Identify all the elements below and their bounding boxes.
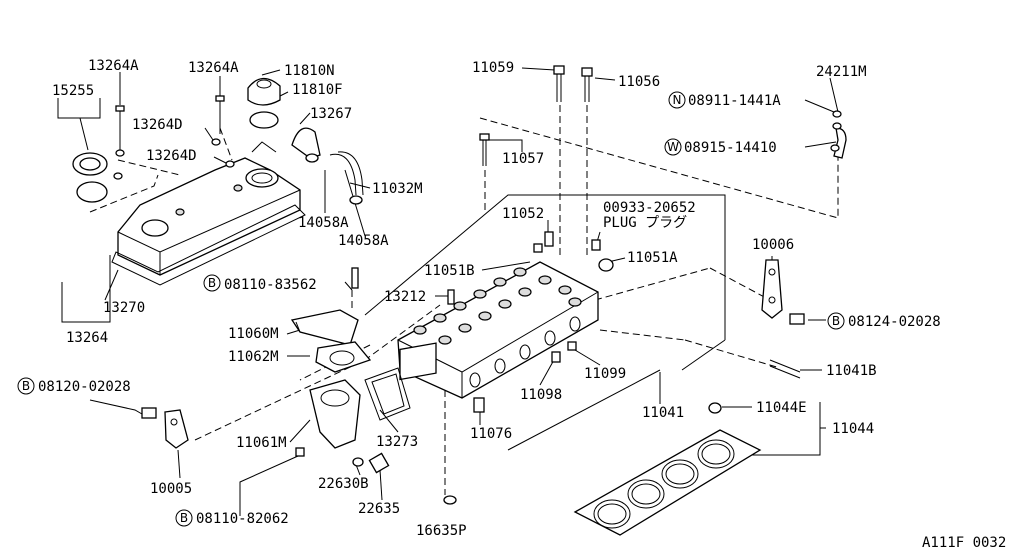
marker-bolt-08120: B — [17, 377, 35, 395]
label-08120-02028: 08120-02028 — [38, 379, 131, 395]
svg-text:B: B — [208, 276, 216, 290]
label-08110-83562: 08110-83562 — [224, 277, 317, 293]
label-11044E: 11044E — [756, 400, 807, 416]
label-13270: 13270 — [103, 300, 145, 316]
svg-text:B: B — [180, 511, 188, 525]
label-00933-20652: 00933-20652 — [603, 200, 696, 216]
label-11061M: 11061M — [236, 435, 287, 451]
label-13273: 13273 — [376, 434, 418, 450]
parts-drawings — [72, 65, 847, 536]
engine-hanger-10006 — [761, 259, 783, 319]
svg-text:N: N — [673, 93, 682, 107]
rocker-cover — [117, 157, 301, 276]
label-22630B: 22630B — [318, 476, 369, 492]
label-13264: 13264 — [66, 330, 108, 346]
gasket-13273 — [364, 367, 411, 421]
label-11056: 11056 — [618, 74, 660, 90]
label-11062M: 11062M — [228, 349, 279, 365]
label-11810F: 11810F — [292, 82, 343, 98]
seal-ring-lower — [76, 181, 108, 203]
thermostat-housing — [309, 379, 361, 449]
label-08915-14410: 08915-14410 — [684, 140, 777, 156]
label-11810N: 11810N — [284, 63, 335, 79]
label-24211M: 24211M — [816, 64, 867, 80]
label-11057: 11057 — [502, 151, 544, 167]
plug-11076 — [473, 397, 485, 413]
plug-small — [591, 239, 601, 251]
svg-text:B: B — [832, 314, 840, 328]
label-13212: 13212 — [384, 289, 426, 305]
label-13264A-2: 13264A — [188, 60, 239, 76]
marker-bolt-08110-82062: B — [175, 509, 193, 527]
label-11076: 11076 — [470, 426, 512, 442]
label-11098: 11098 — [520, 387, 562, 403]
marker-washer-08915: W — [664, 138, 682, 156]
label-14058A-1: 14058A — [298, 215, 349, 231]
marker-nut-08911: N — [668, 91, 686, 109]
label-11060M: 11060M — [228, 326, 279, 342]
marker-bolt-08110-83562: B — [203, 274, 221, 292]
label-13264A-1: 13264A — [88, 58, 139, 74]
engine-hanger-10005 — [164, 409, 189, 449]
dowel-pin — [544, 231, 554, 247]
label-11052: 11052 — [502, 206, 544, 222]
label-16635P: 16635P — [416, 523, 467, 539]
water-outlet — [290, 309, 359, 346]
label-22635: 22635 — [358, 501, 400, 517]
label-10005: 10005 — [150, 481, 192, 497]
label-plug: PLUG プラグ — [603, 215, 687, 231]
cap-gasket — [249, 111, 279, 129]
label-14058A-2: 14058A — [338, 233, 389, 249]
diagram-code: A111F 0032 — [922, 535, 1006, 551]
rocker-cover-gasket — [111, 204, 306, 286]
head-gasket — [573, 429, 762, 536]
label-15255: 15255 — [52, 83, 94, 99]
marker-bolt-08124: B — [827, 312, 845, 330]
label-11099: 11099 — [584, 366, 626, 382]
expansion-plug — [598, 258, 614, 272]
label-13264D-2: 13264D — [146, 148, 197, 164]
label-13264D-1: 13264D — [132, 117, 183, 133]
oil-filler-cap — [247, 77, 281, 106]
label-08110-82062: 08110-82062 — [196, 511, 289, 527]
label-11059: 11059 — [472, 60, 514, 76]
label-11044: 11044 — [832, 421, 874, 437]
label-08124-02028: 08124-02028 — [848, 314, 941, 330]
part-labels: 13264A 13264A 11810N 15255 11810F 13267 … — [38, 58, 1006, 551]
label-08911-1441A: 08911-1441A — [688, 93, 781, 109]
svg-text:W: W — [667, 140, 679, 154]
svg-text:B: B — [22, 379, 30, 393]
label-11032M: 11032M — [372, 181, 423, 197]
label-10006: 10006 — [752, 237, 794, 253]
label-11041B: 11041B — [826, 363, 877, 379]
label-11051A: 11051A — [627, 250, 678, 266]
label-13267: 13267 — [310, 106, 352, 122]
outlet-gasket — [315, 341, 372, 373]
label-11041: 11041 — [642, 405, 684, 421]
label-11051B: 11051B — [424, 263, 475, 279]
breather-hose — [291, 127, 321, 159]
stud-13212 — [447, 289, 455, 305]
vacuum-hose — [833, 127, 847, 159]
